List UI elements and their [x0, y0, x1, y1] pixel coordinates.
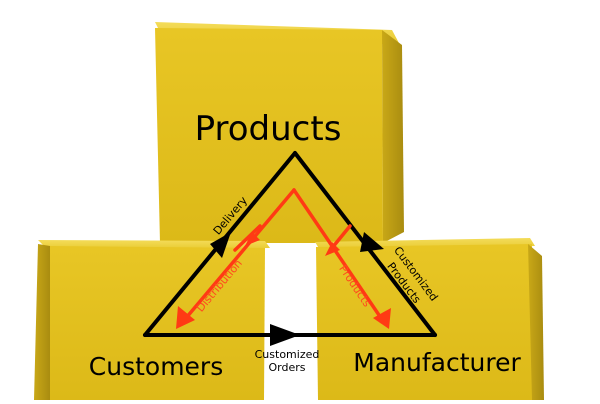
customers-label: Customers [89, 352, 223, 381]
customized-orders-arrowhead [270, 324, 300, 346]
customized-products-arrowhead [360, 232, 384, 252]
delivery-arrowhead [210, 232, 231, 258]
top-block [155, 22, 404, 243]
distribution-arrow-line [184, 188, 296, 320]
manufacturer-label: Manufacturer [353, 348, 521, 377]
distribution-arrowhead [176, 306, 195, 329]
black-triangle [143, 151, 437, 346]
top-block-front-face [155, 28, 383, 243]
left-block-front-face [50, 246, 265, 400]
left-block-side-face [34, 244, 50, 400]
products-stub-line [330, 224, 352, 250]
distribution-stub-line [233, 224, 262, 252]
customized-orders-label-line2: Orders [269, 361, 306, 374]
products-stub-arrowhead [325, 242, 340, 256]
red-arrows [176, 188, 391, 329]
top-block-side-face [382, 30, 404, 243]
right-block-side-face [528, 244, 544, 400]
products-title: Products [195, 109, 342, 149]
distribution-stub-arrowhead [245, 232, 260, 246]
left-block [34, 240, 270, 400]
products-arrowhead [373, 308, 391, 329]
products-arrow-line [292, 188, 383, 320]
customized-orders-label-line1: Customized [255, 348, 320, 361]
